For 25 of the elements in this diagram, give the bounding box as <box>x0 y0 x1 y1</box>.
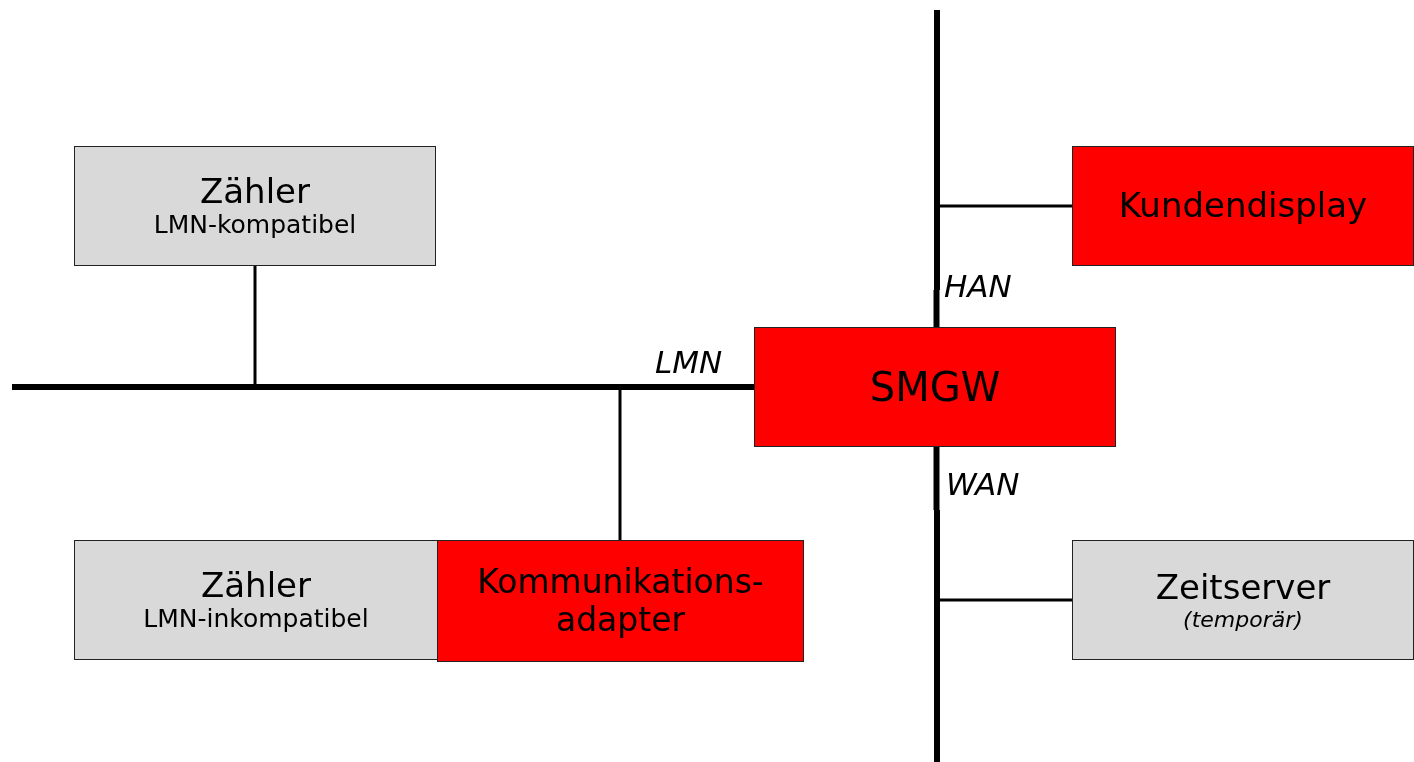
meter-box <box>74 540 438 660</box>
gateway-box <box>754 327 1116 447</box>
connector-line <box>933 447 940 510</box>
meter-box <box>74 146 436 266</box>
node-text: Zeitserver <box>1155 567 1331 607</box>
bus-label: WAN <box>946 466 1020 502</box>
node-text: LMN-kompatibel <box>153 211 357 240</box>
node-text: Kommunikations- adapter <box>476 563 765 639</box>
time-server-box <box>1072 540 1414 660</box>
node-text: SMGW <box>869 364 1001 410</box>
display-box <box>1072 146 1414 266</box>
bus-label: HAN <box>944 268 1012 304</box>
node-text: Zähler <box>200 172 310 212</box>
connector-line <box>939 598 1072 602</box>
connector-line <box>933 290 940 327</box>
node-text: Zähler <box>201 566 311 606</box>
node-text: Kundendisplay <box>1118 186 1368 226</box>
connector-line <box>700 384 754 390</box>
connector-line <box>253 266 257 384</box>
connector-line <box>618 390 622 540</box>
node-text: (temporär) <box>1183 606 1303 633</box>
adapter-box <box>437 540 804 662</box>
connector-line <box>939 204 1072 208</box>
node-text: LMN-inkompatibel <box>143 605 369 634</box>
bus-label: LMN <box>655 344 723 380</box>
